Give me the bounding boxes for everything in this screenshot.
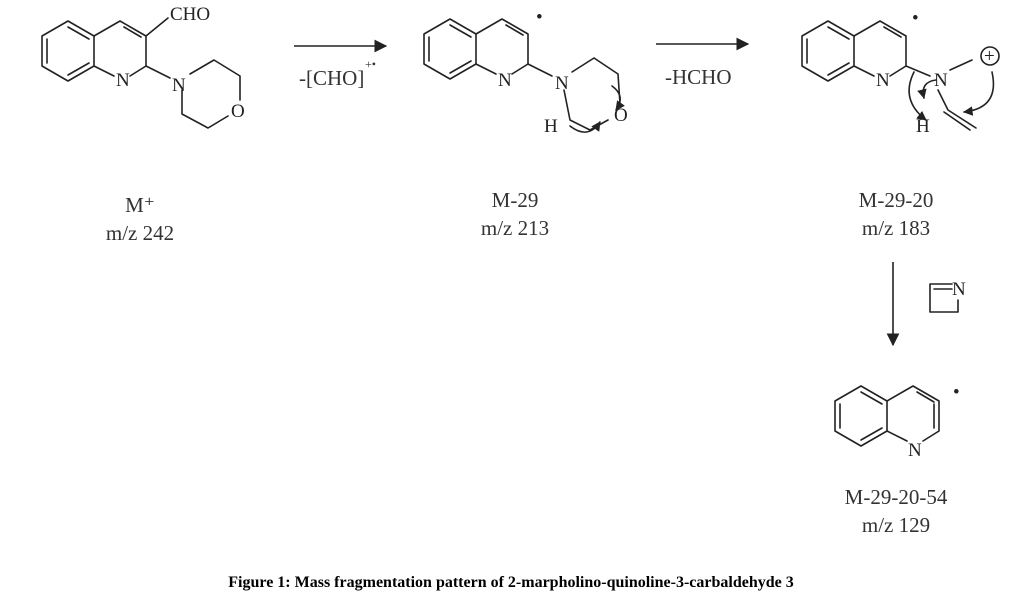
radical-cation-sign: +• xyxy=(365,57,376,71)
m29-20-54-label: M-29-20-54 xyxy=(845,485,948,509)
fragment-nitrogen-label: N xyxy=(952,279,966,300)
m29-20-54-mz: m/z 129 xyxy=(862,513,930,537)
ring-nitrogen-label: N xyxy=(908,440,922,461)
ring-nitrogen-label: N xyxy=(876,70,890,91)
figure-caption: Figure 1: Mass fragmentation pattern of … xyxy=(228,574,794,591)
structure-m29-20: + N N H • xyxy=(801,8,1000,137)
azetine-fragment: N xyxy=(929,279,966,313)
radical-dot: • xyxy=(536,7,543,28)
structure-quinoline: N • xyxy=(834,382,960,461)
hydrogen-label: H xyxy=(916,116,930,137)
structure-m29: N N O H • xyxy=(423,7,628,137)
amine-nitrogen-label: N xyxy=(172,75,186,96)
radical-dot: • xyxy=(953,382,960,403)
oxygen-label: O xyxy=(614,105,628,126)
structure-parent: N N O CHO xyxy=(41,4,245,129)
parent-ion-label: M⁺ xyxy=(125,193,155,217)
m29-20-label: M-29-20 xyxy=(859,188,934,212)
amine-nitrogen-label: N xyxy=(934,70,948,91)
aldehyde-label: CHO xyxy=(170,4,210,25)
m29-mz: m/z 213 xyxy=(481,216,549,240)
m29-label: M-29 xyxy=(492,188,539,212)
loss-label: -[CHO] xyxy=(299,66,364,90)
amine-nitrogen-label: N xyxy=(555,73,569,94)
radical-dot: • xyxy=(912,8,919,29)
m29-20-mz: m/z 183 xyxy=(862,216,930,240)
oxygen-label: O xyxy=(231,101,245,122)
ring-nitrogen-label: N xyxy=(116,70,130,91)
positive-charge: + xyxy=(984,46,995,67)
parent-mz: m/z 242 xyxy=(106,221,174,245)
hydrogen-label: H xyxy=(544,116,558,137)
ring-nitrogen-label: N xyxy=(498,70,512,91)
loss-label: -HCHO xyxy=(665,65,732,89)
